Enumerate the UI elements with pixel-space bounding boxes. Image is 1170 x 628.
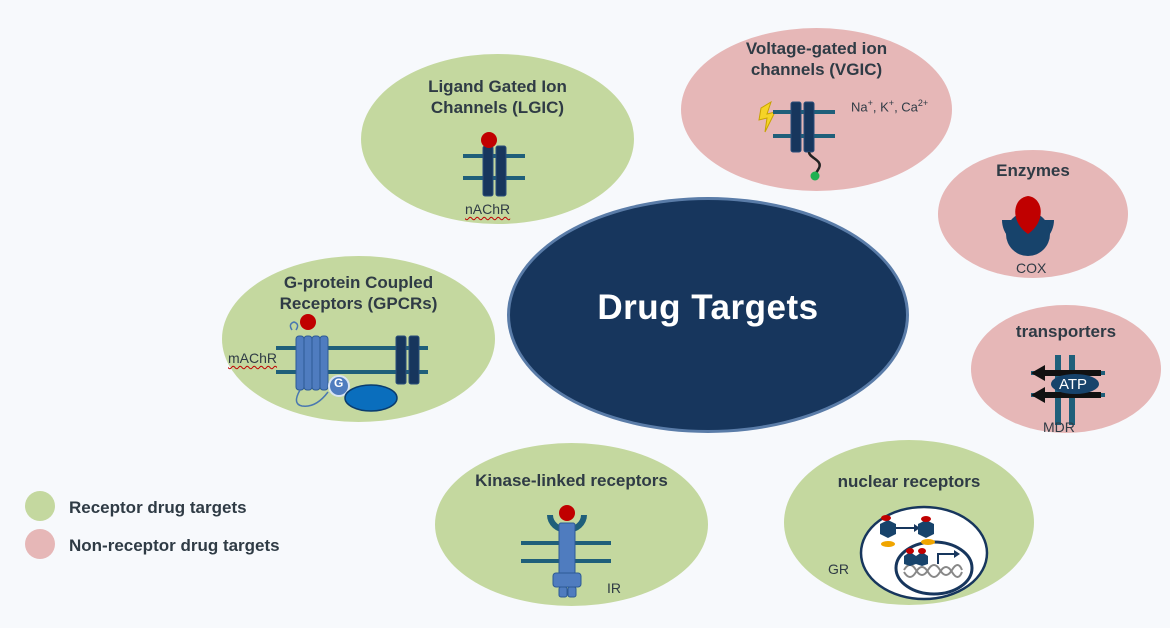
kinase-title: Kinase-linked receptors	[475, 471, 668, 490]
lgic-title: Ligand Gated Ion Channels (LGIC)	[428, 77, 567, 117]
lgic-node: Ligand Gated Ion Channels (LGIC) nAChR	[361, 54, 634, 224]
gpcr-title: G-protein Coupled Receptors (GPCRs)	[279, 273, 438, 313]
legend-nonreceptor-label: Non-receptor drug targets	[69, 536, 280, 555]
transporter-icon	[1031, 355, 1105, 425]
enzymes-node: Enzymes COX	[938, 150, 1128, 278]
legend-receptor-swatch	[25, 491, 55, 521]
kinase-example: IR	[607, 580, 621, 596]
gpcr-example: mAChR	[228, 350, 278, 366]
enzymes-example: COX	[1016, 260, 1047, 276]
transporters-title: transporters	[1015, 322, 1117, 341]
vgic-title: Voltage-gated ion channels (VGIC)	[745, 39, 888, 79]
center-title: Drug Targets	[597, 288, 819, 327]
enzymes-title: Enzymes	[996, 161, 1070, 180]
nuclear-node: nuclear receptors GR	[784, 440, 1034, 605]
drug-targets-center: Drug Targets	[507, 197, 909, 433]
nuclear-title: nuclear receptors	[837, 472, 981, 491]
vgic-ions: Na+, K+, Ca2+	[851, 98, 929, 115]
enzyme-icon	[1002, 196, 1054, 256]
transporters-node: transporters ATP MDR	[971, 305, 1161, 435]
nuclear-example: GR	[828, 561, 849, 577]
g-protein-label: G	[334, 376, 344, 390]
nucleus-icon	[859, 505, 989, 601]
atp-label: ATP	[1059, 376, 1088, 393]
vgic-node: Voltage-gated ion channels (VGIC) Na+, K…	[681, 28, 952, 191]
transporters-example: MDR	[1043, 419, 1075, 435]
legend-receptor-label: Receptor drug targets	[69, 498, 247, 517]
lgic-example: nAChR	[465, 201, 511, 217]
legend-nonreceptor-swatch	[25, 529, 55, 559]
ion-channel-icon	[463, 132, 525, 197]
gpcr-node: G-protein Coupled Receptors (GPCRs) G mA…	[222, 256, 495, 422]
kinase-receptor-icon	[521, 505, 611, 598]
voltage-channel-icon	[758, 100, 835, 181]
gpcr-icon	[276, 314, 428, 412]
kinase-node: Kinase-linked receptors IR	[435, 443, 708, 606]
